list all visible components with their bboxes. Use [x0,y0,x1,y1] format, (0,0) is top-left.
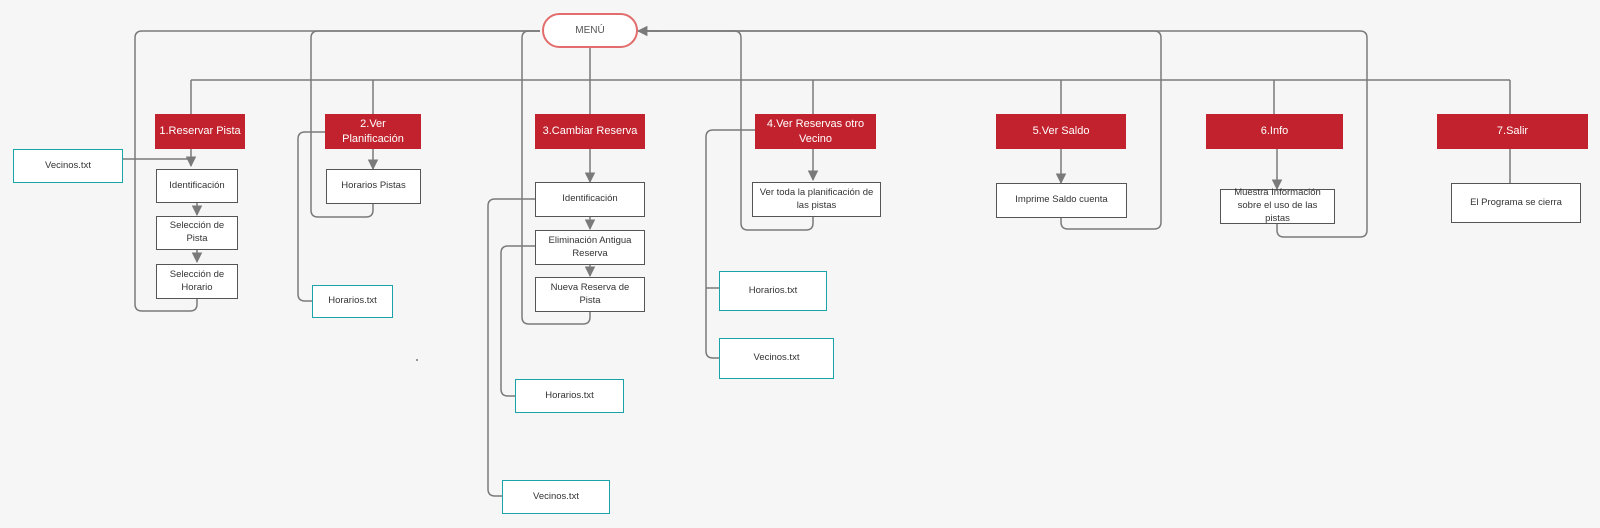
option-4-ver-reservas-otro-vecino: 4.Ver Reservas otro Vecino [755,114,876,149]
opt7-step-1-label: El Programa se cierra [1470,196,1562,208]
option-1-reservar-pista: 1.Reservar Pista [155,114,245,149]
option-7-salir: 7.Salir [1437,114,1588,149]
option-3-label: 3.Cambiar Reserva [542,125,638,138]
opt1-file-vecinos-label: Vecinos.txt [45,159,91,171]
opt4-file-vecinos-label: Vecinos.txt [753,352,800,364]
opt2-file-horarios-label: Horarios.txt [328,295,377,307]
opt3-file-link-horarios [500,245,535,397]
opt3-step-nueva-reserva: Nueva Reserva de Pista [535,277,645,312]
opt1-step-seleccion-pista: Selección de Pista [156,216,238,250]
opt5-step-1-label: Imprime Saldo cuenta [1015,194,1108,206]
menu-label: MENÚ [575,24,605,36]
option-3-cambiar-reserva: 3.Cambiar Reserva [535,114,645,149]
opt2-file-horarios: Horarios.txt [312,285,393,318]
option-6-label: 6.Info [1260,125,1289,138]
menu-node: MENÚ [542,13,638,48]
option-2-label: 2.Ver Planificación [342,117,404,145]
opt1-step-seleccion-horario: Selección de Horario [156,264,238,299]
opt1-step-identificacion: Identificación [156,169,238,203]
opt4-step-1-label: Ver toda la planificación de las pistas [759,186,874,211]
option-7-label: 7.Salir [1496,125,1529,138]
opt4-step-ver-planificacion: Ver toda la planificación de las pistas [752,182,881,217]
opt3-file-vecinos: Vecinos.txt [502,480,610,514]
opt6-return-loop [640,30,1368,238]
opt3-step-eliminacion-antigua-reserva: Eliminación Antigua Reserva [535,230,645,265]
opt1-return-loop [134,30,540,312]
opt2-step-1-label: Horarios Pistas [341,180,406,192]
opt3-file-vecinos-label: Vecinos.txt [533,490,579,502]
opt4-file-link [705,129,756,359]
opt6-step-1-label: Muestra Información sobre el uso de las … [1234,187,1321,224]
opt3-file-horarios-label: Horarios.txt [545,389,594,401]
option-6-info: 6.Info [1206,114,1343,149]
opt2-return-loop [310,30,540,218]
opt1-step-3-label: Selección de Horario [169,268,225,293]
opt4-return-loop [638,30,814,231]
opt3-return-loop [521,30,591,325]
opt6-step-muestra-informacion: Muestra Información sobre el uso de las … [1220,187,1335,224]
opt3-step-2-label: Eliminación Antigua Reserva [548,234,632,259]
option-1-label: 1.Reservar Pista [159,125,241,138]
opt5-return-loop [638,30,1162,230]
stray-dot [416,359,418,361]
opt3-step-3-label: Nueva Reserva de Pista [550,281,630,306]
opt7-step-programa-se-cierra: El Programa se cierra [1451,183,1581,223]
opt2-step-horarios-pistas: Horarios Pistas [326,169,421,204]
opt4-file-vecinos: Vecinos.txt [719,338,834,379]
option-5-ver-saldo: 5.Ver Saldo [996,114,1126,149]
opt4-file-horarios-label: Horarios.txt [748,284,798,296]
option-4-label: 4.Ver Reservas otro Vecino [766,117,865,145]
opt2-file-link [297,131,325,302]
option-2-ver-planificacion: 2.Ver Planificación [325,114,421,149]
opt5-step-imprime-saldo: Imprime Saldo cuenta [996,183,1127,218]
opt1-step-1-label: Identificación [169,179,225,191]
opt1-step-2-label: Selección de Pista [169,220,225,244]
opt3-step-1-label: Identificación [562,193,618,205]
opt1-file-vecinos: Vecinos.txt [13,149,123,183]
option-5-label: 5.Ver Saldo [1032,125,1090,138]
opt3-file-link-vecinos [487,198,535,497]
opt4-file-horarios: Horarios.txt [719,271,827,311]
opt3-step-identificacion: Identificación [535,182,645,217]
opt3-file-horarios: Horarios.txt [515,379,624,413]
